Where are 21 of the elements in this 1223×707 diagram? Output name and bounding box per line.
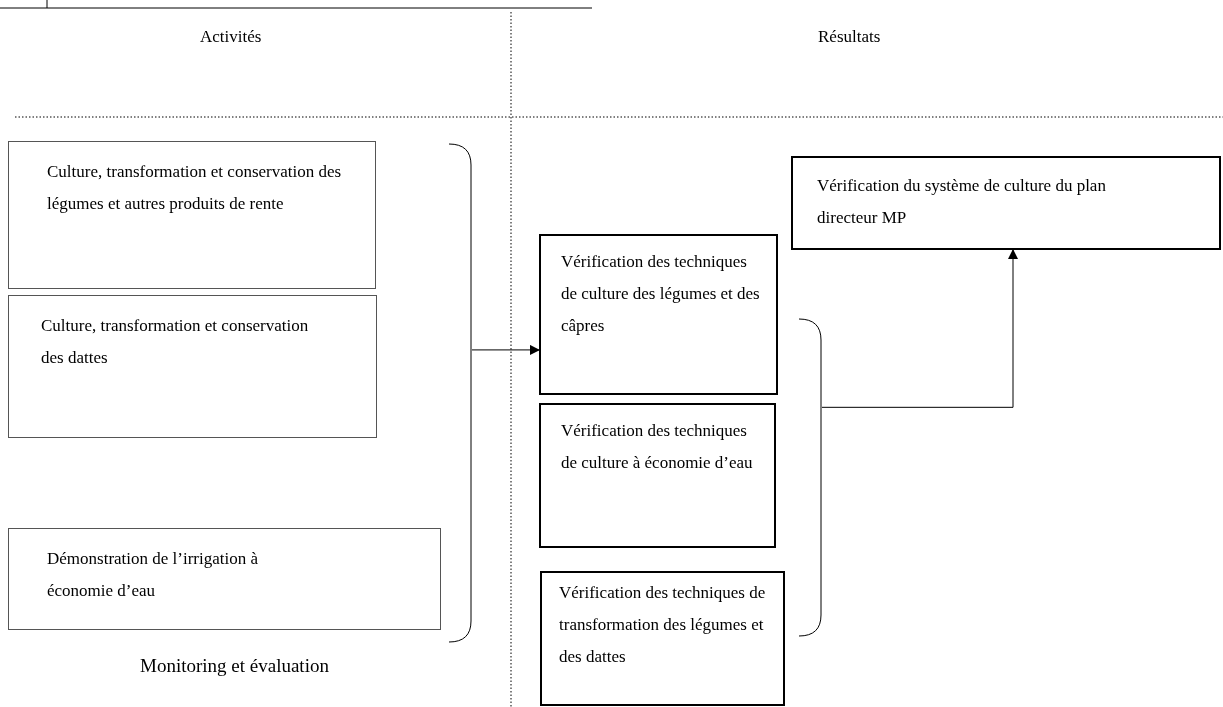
result-box <box>539 403 776 548</box>
result-box <box>540 571 785 706</box>
box-text: Vérification du système de culture du plan directeur MP <box>817 175 1107 229</box>
curly-bracket <box>798 318 822 637</box>
result-box <box>539 234 778 395</box>
box-text: Culture, transformation et conservation des dattes <box>41 315 310 369</box>
column-heading: Résultats <box>818 26 881 48</box>
box-text: Démonstration de l’irrigation à économie d’eau <box>47 548 260 602</box>
box-text: Culture, transformation et conservation des légumes et autres produits de rente <box>47 161 343 215</box>
box-text: Vérification des techniques de culture à économie d’eau <box>561 420 754 474</box>
activity-box <box>8 295 377 438</box>
column-heading: Activités <box>200 26 262 48</box>
arrow <box>821 249 1018 408</box>
arrow <box>471 344 540 355</box>
curly-bracket <box>448 143 472 643</box>
activity-box <box>8 528 441 630</box>
footer-label: Monitoring et évaluation <box>140 654 329 678</box>
box-text: Vérification des techniques de transformation des légumes et des dattes <box>559 582 767 668</box>
activity-box <box>8 141 376 289</box>
result-box <box>791 156 1221 250</box>
box-text: Vérification des techniques de culture des légumes et des câpres <box>561 251 761 337</box>
